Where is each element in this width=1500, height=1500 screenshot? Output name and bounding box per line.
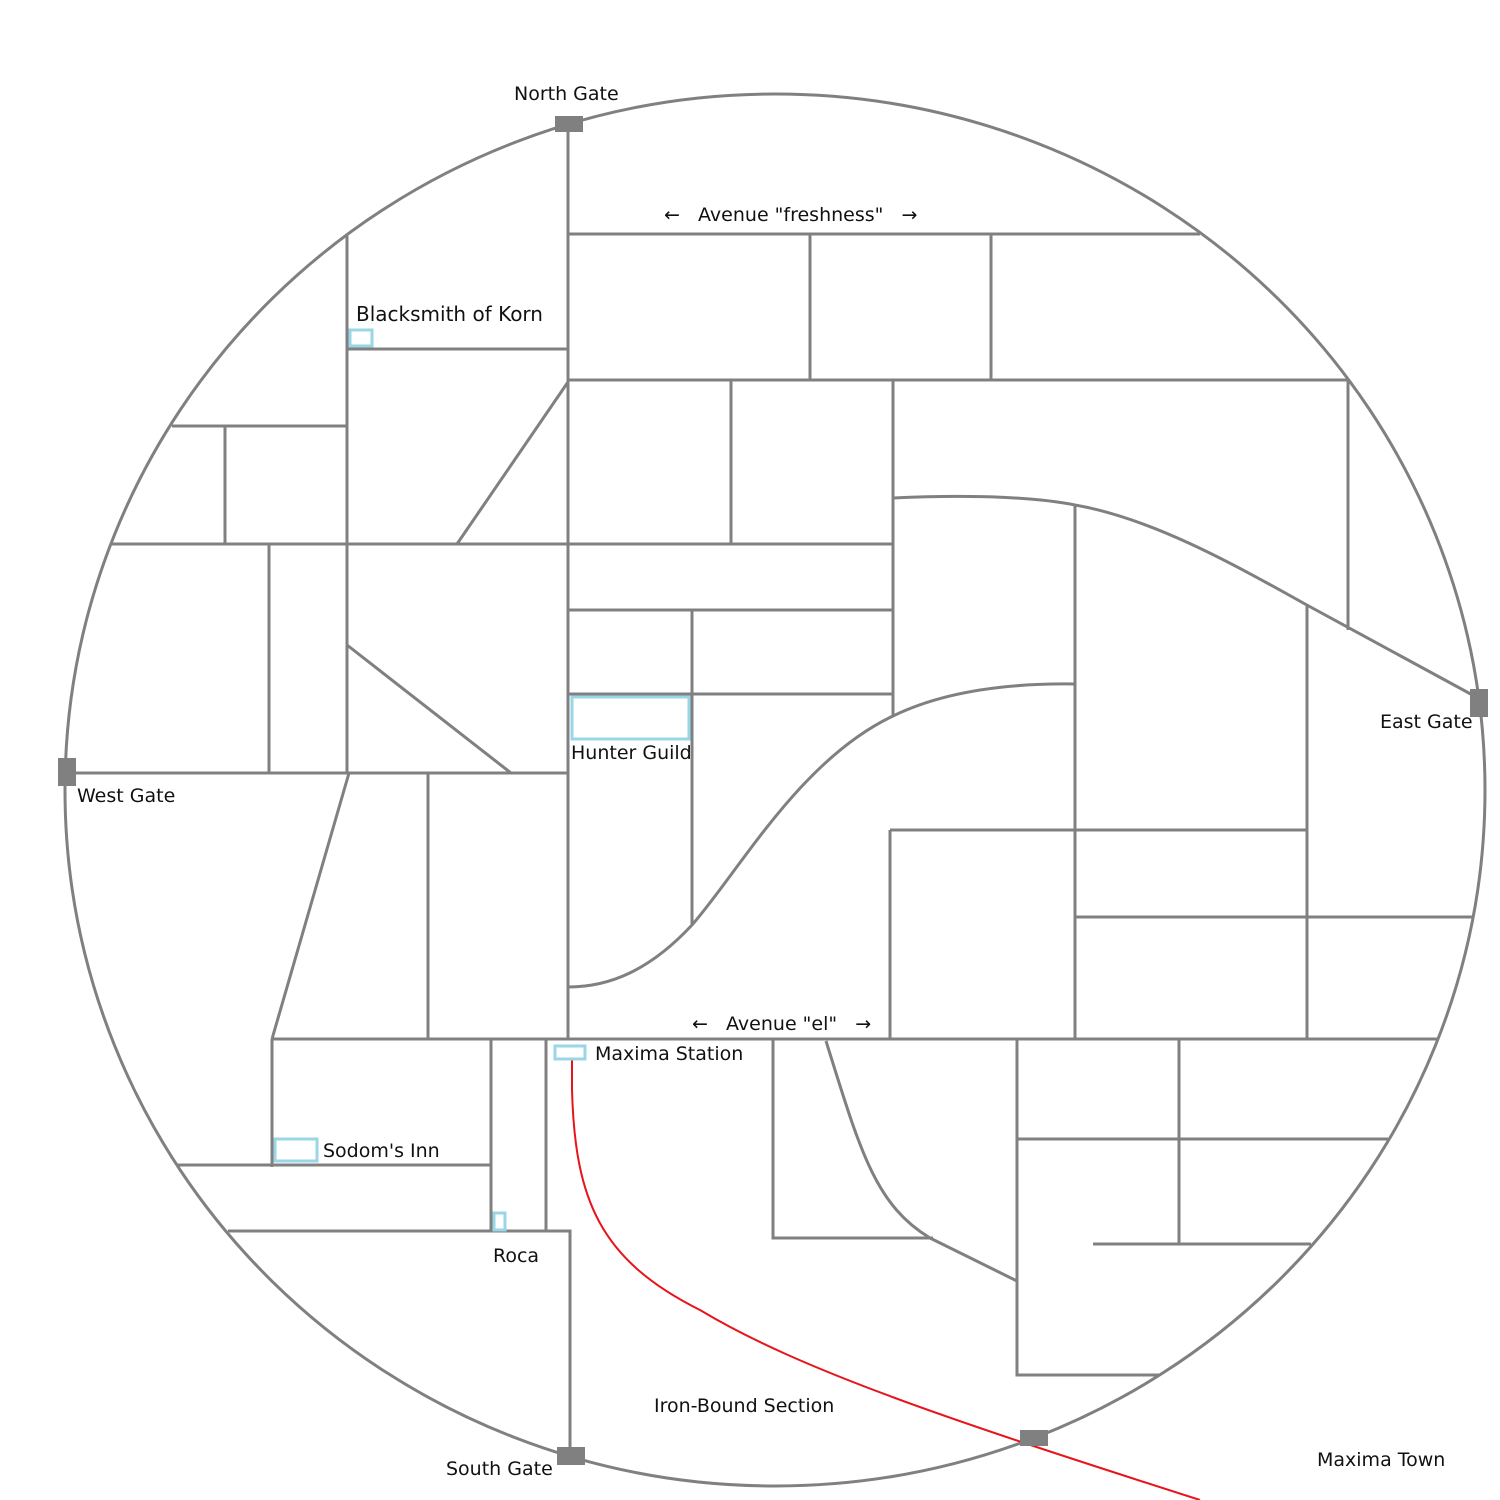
road — [824, 1040, 1018, 1283]
road — [568, 378, 1350, 630]
road — [270, 772, 430, 1040]
maxima-station-marker[interactable] — [553, 1044, 587, 1061]
north-gate-marker[interactable] — [555, 116, 583, 132]
city-wall — [63, 92, 1487, 1488]
hunter-guild-marker[interactable] — [570, 695, 691, 741]
west-gate-marker[interactable] — [58, 758, 76, 786]
road — [112, 380, 895, 716]
railway-gate-marker[interactable] — [1020, 1430, 1048, 1446]
south-gate-label: South Gate — [446, 1458, 553, 1480]
east-gate-label: East Gate — [1380, 711, 1473, 733]
south-gate-marker[interactable] — [557, 1447, 585, 1465]
road — [178, 1039, 548, 1231]
road — [1073, 505, 1309, 1039]
west-gate-label: West Gate — [77, 785, 175, 807]
gates — [58, 116, 1488, 1465]
railway-line — [571, 1060, 1201, 1500]
curved-road-central — [567, 682, 1076, 989]
curved-road-east — [892, 494, 1479, 700]
blacksmith-marker[interactable] — [348, 328, 374, 348]
maxima-town-label: Maxima Town — [1317, 1449, 1445, 1471]
labels: North Gate West Gate East Gate South Gat… — [77, 83, 1473, 1480]
avenue-el-label: ← Avenue "el" → — [692, 1013, 871, 1035]
sodoms-inn-marker[interactable] — [273, 1137, 319, 1163]
roca-label: Roca — [493, 1245, 539, 1267]
iron-bound-section-label: Iron-Bound Section — [654, 1395, 834, 1417]
roca-marker[interactable] — [492, 1211, 507, 1232]
avenue-freshness-label: ← Avenue "freshness" → — [664, 204, 917, 226]
road — [455, 381, 570, 545]
blacksmith-label: Blacksmith of Korn — [356, 302, 543, 326]
east-gate-marker[interactable] — [1470, 689, 1488, 717]
points-of-interest — [273, 328, 691, 1232]
sodoms-inn-label: Sodom's Inn — [323, 1140, 440, 1162]
road — [888, 828, 1473, 1039]
road — [771, 1039, 933, 1240]
road — [1015, 1039, 1388, 1377]
road — [228, 1229, 572, 1456]
roads — [65, 124, 1479, 1456]
road — [808, 234, 993, 380]
road — [172, 424, 347, 544]
road — [568, 608, 893, 925]
road — [65, 544, 568, 775]
maxima-station-label: Maxima Station — [595, 1043, 743, 1065]
hunter-guild-label: Hunter Guild — [571, 742, 692, 764]
north-gate-label: North Gate — [514, 83, 619, 105]
road — [345, 236, 568, 773]
